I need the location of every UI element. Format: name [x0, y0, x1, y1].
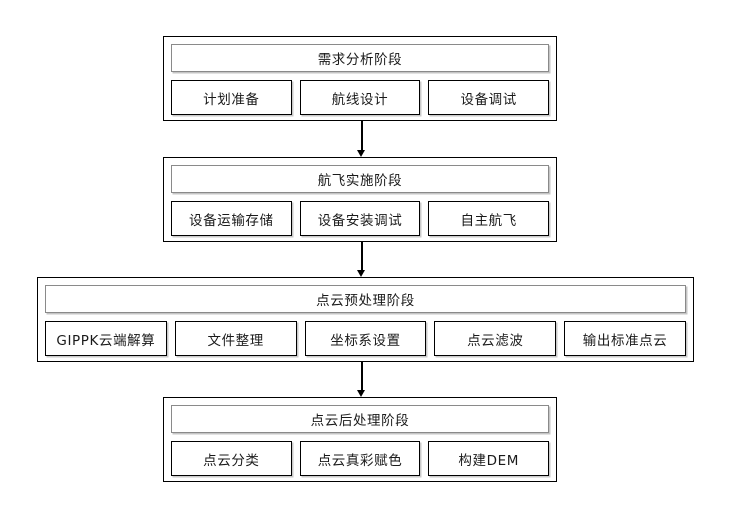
- down-arrow-icon: [355, 362, 369, 397]
- stage-title: 需求分析阶段: [171, 44, 549, 72]
- step-box[interactable]: 点云滤波: [434, 321, 557, 356]
- down-arrow-icon: [355, 121, 369, 157]
- arrow-shaft: [361, 362, 363, 390]
- stage-title: 点云预处理阶段: [45, 285, 686, 313]
- stage-block-pointcloud-postprocessing: 点云后处理阶段 点云分类 点云真彩赋色 构建DEM: [163, 397, 557, 482]
- stage-title: 点云后处理阶段: [171, 405, 549, 433]
- arrow-head: [357, 270, 366, 277]
- stage-title: 航飞实施阶段: [171, 165, 549, 193]
- down-arrow-icon: [355, 242, 369, 277]
- stage-block-flight-execution: 航飞实施阶段 设备运输存储 设备安装调试 自主航飞: [163, 157, 557, 242]
- step-box[interactable]: 航线设计: [299, 80, 421, 115]
- step-box[interactable]: 输出标准点云: [564, 321, 686, 356]
- step-box[interactable]: 构建DEM: [428, 441, 550, 476]
- step-box[interactable]: 设备安装调试: [299, 201, 421, 236]
- stage-block-requirement-analysis: 需求分析阶段 计划准备 航线设计 设备调试: [163, 36, 557, 121]
- step-box[interactable]: 计划准备: [171, 80, 292, 115]
- step-box[interactable]: 坐标系设置: [304, 321, 427, 356]
- step-box[interactable]: 设备运输存储: [171, 201, 292, 236]
- stage-step-row: GIPPK云端解算 文件整理 坐标系设置 点云滤波 输出标准点云: [45, 321, 686, 356]
- stage-step-row: 计划准备 航线设计 设备调试: [171, 80, 550, 115]
- stage-step-row: 点云分类 点云真彩赋色 构建DEM: [171, 441, 550, 476]
- stage-block-pointcloud-preprocessing: 点云预处理阶段 GIPPK云端解算 文件整理 坐标系设置 点云滤波 输出标准点云: [37, 277, 694, 362]
- arrow-shaft: [361, 121, 363, 150]
- step-box[interactable]: 点云分类: [171, 441, 292, 476]
- stage-step-row: 设备运输存储 设备安装调试 自主航飞: [171, 201, 550, 236]
- arrow-shaft: [361, 242, 363, 270]
- arrow-head: [357, 390, 366, 397]
- step-box[interactable]: GIPPK云端解算: [45, 321, 167, 356]
- step-box[interactable]: 自主航飞: [428, 201, 550, 236]
- step-box[interactable]: 点云真彩赋色: [299, 441, 421, 476]
- arrow-head: [357, 150, 366, 157]
- step-box[interactable]: 设备调试: [428, 80, 550, 115]
- step-box[interactable]: 文件整理: [174, 321, 297, 356]
